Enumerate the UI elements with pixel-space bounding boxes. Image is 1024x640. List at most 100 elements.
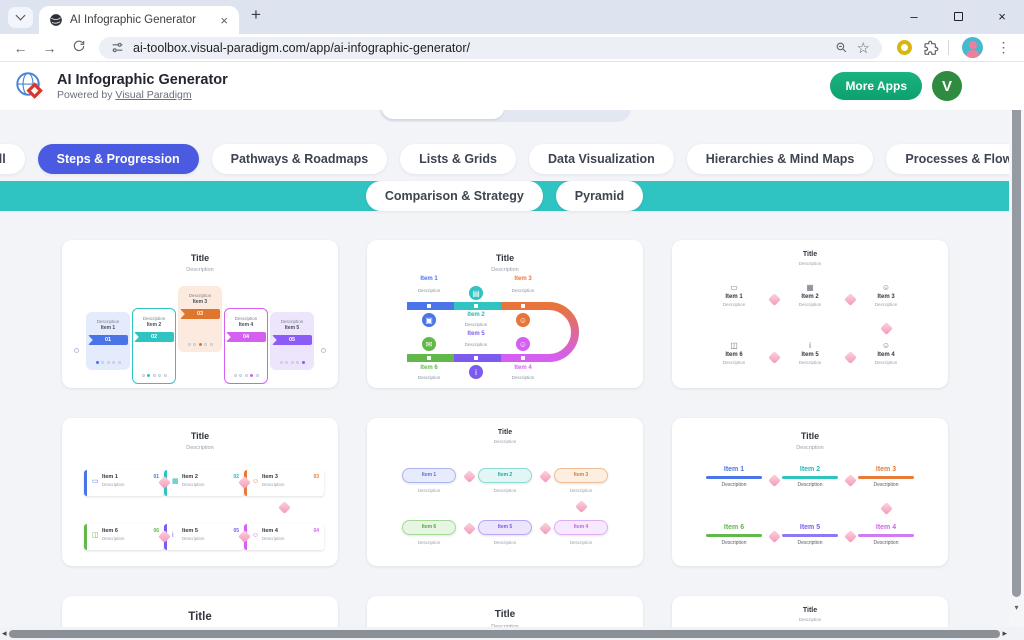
arrow-diamond-icon	[539, 470, 552, 483]
item-icon: ▣	[425, 316, 433, 325]
filter-chip-data-visualization[interactable]: Data Visualization	[528, 144, 674, 174]
horizontal-scrollbar-thumb[interactable]	[9, 629, 1000, 638]
card-description: Description	[186, 267, 214, 273]
item-desc: Description	[262, 536, 285, 541]
item-desc: Description	[493, 540, 517, 545]
item-desc: Description	[797, 481, 823, 488]
step-label: Item 1	[100, 325, 116, 331]
item-number: 02	[233, 474, 239, 480]
card-title: Title	[800, 431, 820, 441]
url-text[interactable]: ai-toolbox.visual-paradigm.com/app/ai-in…	[133, 40, 470, 55]
template-card-1[interactable]: Title Description Description Item 1 01 …	[62, 240, 338, 388]
arrow-diamond-icon	[463, 470, 476, 483]
card-title: Title	[188, 611, 212, 623]
address-bar[interactable]: ai-toolbox.visual-paradigm.com/app/ai-in…	[99, 36, 882, 59]
item-icon: ◫	[92, 532, 99, 539]
item-label: Item 4	[875, 524, 897, 531]
profile-avatar[interactable]	[962, 37, 983, 58]
item-desc: Description	[464, 322, 488, 327]
item-desc: Description	[511, 375, 535, 380]
horizontal-scrollbar[interactable]: ◂ ▸	[0, 627, 1024, 640]
item-icon: ▤	[472, 289, 480, 298]
step-number-ribbon: 02	[134, 332, 174, 342]
visual-paradigm-link[interactable]: Visual Paradigm	[115, 88, 192, 101]
extension-badge-icon[interactable]	[897, 40, 912, 55]
item-icon: i	[809, 341, 811, 350]
view-toggle-active-segment[interactable]	[381, 110, 504, 119]
user-avatar[interactable]: V	[932, 71, 962, 101]
zoom-icon[interactable]	[835, 41, 848, 54]
filter-chip-row-2: Comparison & Strategy Pyramid	[0, 181, 1009, 211]
filter-chip-steps-progression[interactable]: Steps & Progression	[37, 144, 199, 174]
arrow-diamond-icon	[880, 322, 893, 335]
arrow-diamond-icon	[880, 502, 893, 515]
maximize-button[interactable]	[936, 0, 980, 32]
filter-chip-lists-grids[interactable]: Lists & Grids	[400, 144, 516, 174]
item-label: Item 6	[102, 528, 118, 534]
back-button[interactable]: ←	[13, 39, 28, 56]
underline-bar	[858, 534, 914, 537]
item-label: Item 5	[467, 331, 485, 337]
card-description: Description	[796, 445, 824, 451]
card-description: Description	[186, 445, 214, 451]
extensions-puzzle-icon[interactable]	[923, 40, 939, 56]
item-icon: ▭	[92, 478, 99, 485]
step-box: Description Item 1 01	[86, 312, 130, 370]
filter-chip-all[interactable]: All	[0, 144, 25, 174]
reload-button[interactable]	[66, 39, 91, 56]
bookmark-star-icon[interactable]: ☆	[856, 39, 870, 57]
scroll-down-icon[interactable]: ▾	[1014, 603, 1019, 612]
browser-menu-icon[interactable]: ⋮	[996, 39, 1011, 55]
card-title: Title	[494, 609, 516, 620]
step-box: Description Item 4 04	[224, 308, 268, 384]
site-info-icon[interactable]	[111, 41, 124, 54]
item-desc: Description	[182, 482, 205, 487]
vertical-scrollbar[interactable]: ▾	[1009, 62, 1024, 627]
template-card-9[interactable]: Title Description	[672, 596, 948, 627]
tab-close-icon[interactable]: ×	[220, 12, 228, 28]
filter-chip-processes-flows[interactable]: Processes & Flows	[886, 144, 1009, 174]
active-tab[interactable]: AI Infographic Generator ×	[39, 6, 239, 34]
item-desc: Description	[722, 302, 746, 307]
template-card-7[interactable]: Title	[62, 596, 338, 627]
scroll-right-icon[interactable]: ▸	[1002, 628, 1007, 638]
tab-search-button[interactable]	[8, 7, 33, 28]
template-card-2[interactable]: Title Description	[367, 240, 643, 388]
item-desc: Description	[417, 288, 441, 293]
minimize-button[interactable]: –	[910, 8, 918, 24]
item-label: Item 1	[725, 294, 743, 300]
step-label: Item 4	[238, 322, 254, 328]
template-card-8[interactable]: Title Description	[367, 596, 643, 627]
new-tab-button[interactable]: +	[251, 5, 261, 24]
template-card-5[interactable]: Title Description Item 1 Description Ite…	[367, 418, 643, 566]
item-number: 05	[233, 528, 239, 534]
step-number-ribbon: 05	[272, 335, 312, 345]
item-pill: Item 2	[478, 468, 532, 483]
filter-chip-hierarchies-mind-maps[interactable]: Hierarchies & Mind Maps	[686, 144, 874, 174]
step-dots	[279, 361, 305, 364]
connector-dot	[321, 348, 326, 353]
view-toggle-partial[interactable]	[378, 110, 631, 122]
filter-chip-pathways-roadmaps[interactable]: Pathways & Roadmaps	[211, 144, 388, 174]
item-icon: ▦	[806, 283, 814, 292]
filter-chip-pyramid[interactable]: Pyramid	[555, 181, 644, 211]
app-title-block: AI Infographic Generator Powered by Visu…	[57, 72, 228, 101]
close-button[interactable]: ×	[998, 8, 1006, 24]
scroll-left-icon[interactable]: ◂	[2, 628, 7, 638]
item-desc: Description	[569, 488, 593, 493]
vertical-scrollbar-thumb[interactable]	[1012, 75, 1021, 597]
more-apps-button[interactable]: More Apps	[830, 72, 922, 100]
forward-button[interactable]: →	[42, 39, 57, 56]
item-desc: Description	[102, 536, 125, 541]
filter-chip-comparison-strategy[interactable]: Comparison & Strategy	[365, 181, 543, 211]
item-desc: Description	[874, 302, 898, 307]
